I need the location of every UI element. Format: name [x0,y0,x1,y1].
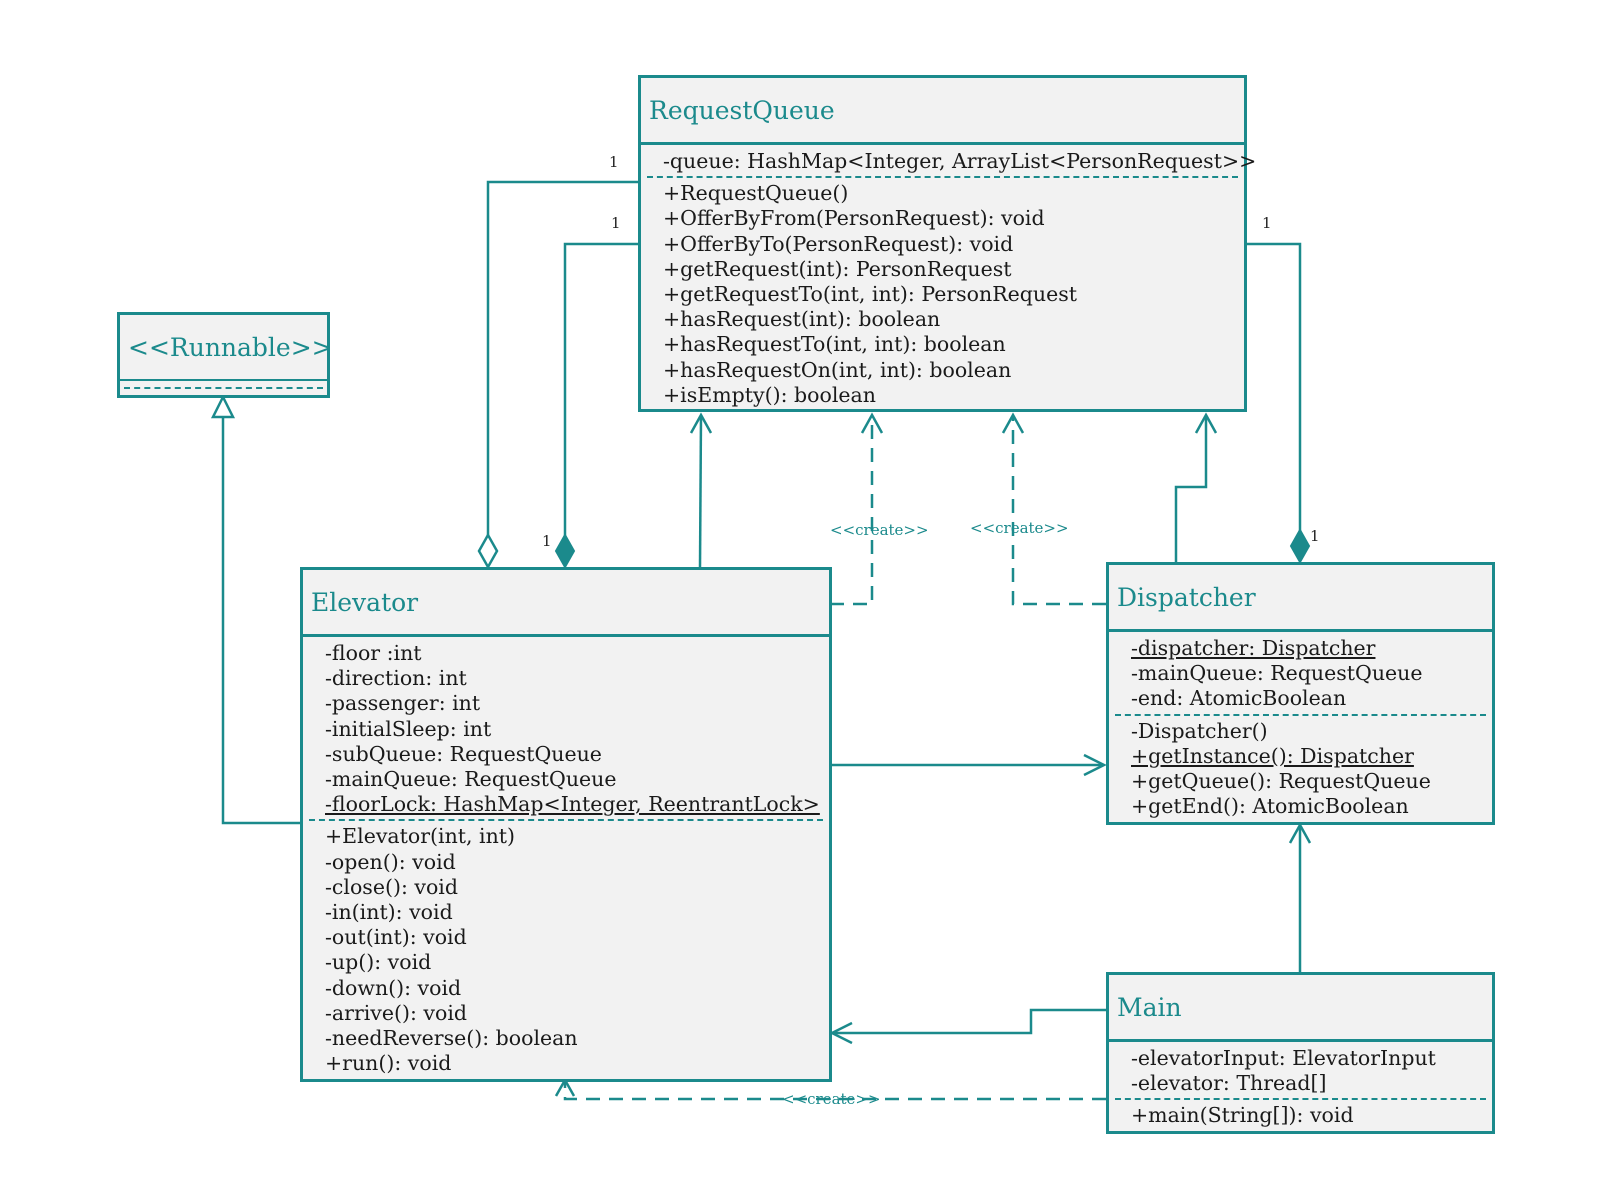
method: -out(int): void [325,925,467,950]
create-label-elevator: <<create>> [830,521,929,539]
aggregation-diamond-head [477,532,499,570]
association-main-dispatcher-arrowhead [1288,822,1312,844]
aggregation-requestqueue-elevator-line [486,180,640,537]
association-main-elevator-arrowhead [829,1021,853,1045]
class-elevator-attributes: -floor :int -direction: int -passenger: … [303,637,829,822]
attribute: -mainQueue: RequestQueue [325,767,617,792]
method: +OfferByTo(PersonRequest): void [663,231,1014,256]
attribute: -passenger: int [325,691,481,716]
interface-runnable: <<Runnable>> [117,312,333,398]
attribute: -mainQueue: RequestQueue [1131,661,1423,686]
class-requestqueue: RequestQueue -queue: HashMap<Integer, Ar… [638,75,1257,412]
attribute: -end: AtomicBoolean [1131,686,1347,711]
class-main: Main -elevatorInput: ElevatorInput -elev… [1106,972,1495,1134]
multiplicity-dispatcher-composition: 1 [1310,527,1320,545]
composition-diamond-dispatcher [1289,527,1311,565]
association-elevator-dispatcher-arrowhead [1083,753,1107,777]
method: -Dispatcher() [1131,718,1268,743]
method: +Elevator(int, int) [325,824,516,849]
method: +RequestQueue() [663,181,849,206]
composition-diamond-elevator [554,532,576,570]
method: +run(): void [325,1051,452,1076]
method: +hasRequestOn(int, int): boolean [663,357,1012,382]
class-main-name: Main [1109,975,1492,1042]
multiplicity-rq-dispatcher: 1 [1262,214,1272,232]
class-elevator-methods: +Elevator(int, int) -open(): void -close… [303,824,829,1076]
attribute: -initialSleep: int [325,716,492,741]
section-divider [120,379,327,381]
attribute-static: -dispatcher: Dispatcher [1131,636,1376,660]
multiplicity-elevator-composition: 1 [542,532,552,550]
attribute: -elevator: Thread[] [1131,1071,1327,1096]
class-elevator: Elevator -floor :int -direction: int -pa… [300,567,832,1082]
attribute-static: -floorLock: HashMap<Integer, ReentrantLo… [325,792,820,817]
method: -in(int): void [325,900,453,925]
method: -open(): void [325,849,456,874]
attribute: -direction: int [325,666,467,691]
section-divider [1115,1098,1486,1101]
dependency-dispatcher-requestqueue-create-line [1011,415,1106,606]
attribute: -floor :int [325,641,422,665]
class-dispatcher-attributes: -dispatcher: Dispatcher -mainQueue: Requ… [1109,632,1492,716]
method-static: +getInstance(): Dispatcher [1131,743,1414,768]
multiplicity-rq-aggregation: 1 [609,153,619,171]
realization-triangle-head [210,394,236,419]
method: -arrive(): void [325,1000,468,1025]
section-divider [309,819,823,822]
dependency-dispatcher-requestqueue-arrowhead [1001,412,1025,434]
create-label-main: <<create>> [782,1090,881,1108]
multiplicity-rq-composition: 1 [611,214,621,232]
association-dispatcher-requestqueue-arrowhead [1194,412,1218,434]
section-divider [124,387,323,389]
association-elevator-requestqueue-arrowhead [689,412,713,434]
class-requestqueue-name: RequestQueue [641,78,1244,145]
association-main-elevator-line [832,1008,1106,1035]
class-main-attributes: -elevatorInput: ElevatorInput -elevator:… [1109,1042,1492,1101]
method: +hasRequest(int): boolean [663,307,941,332]
method: +getEnd(): AtomicBoolean [1131,794,1409,819]
class-dispatcher: Dispatcher -dispatcher: Dispatcher -main… [1106,562,1495,825]
method: +hasRequestTo(int, int): boolean [663,332,1006,357]
attribute: -subQueue: RequestQueue [325,741,602,766]
class-requestqueue-methods-wrapper: +RequestQueue() +OfferByFrom(PersonReque… [641,176,1244,408]
composition-requestqueue-elevator-line [563,242,640,537]
method: +getQueue(): RequestQueue [1131,769,1431,794]
method: +isEmpty(): boolean [663,382,876,407]
method: -needReverse(): boolean [325,1026,578,1051]
attribute: -elevatorInput: ElevatorInput [1131,1046,1436,1070]
composition-requestqueue-dispatcher-line [1247,242,1302,532]
realization-elevator-runnable-line [221,415,300,825]
class-elevator-name: Elevator [303,570,829,637]
dependency-elevator-requestqueue-arrowhead [860,412,884,434]
association-elevator-requestqueue-line [698,414,703,568]
class-requestqueue-methods: +RequestQueue() +OfferByFrom(PersonReque… [663,181,1244,408]
create-label-dispatcher: <<create>> [970,519,1069,537]
method: -close(): void [325,874,458,899]
attribute: -queue: HashMap<Integer, ArrayList<Perso… [663,149,1257,173]
section-divider [647,176,1238,179]
method: +main(String[]): void [1131,1103,1354,1128]
dependency-elevator-requestqueue-create-line [830,415,874,606]
method: +getRequestTo(int, int): PersonRequest [663,282,1077,307]
class-dispatcher-methods: -Dispatcher() +getInstance(): Dispatcher… [1109,719,1492,820]
association-dispatcher-requestqueue-line [1174,415,1208,562]
method: -up(): void [325,950,432,975]
class-main-methods: +main(String[]): void [1109,1103,1492,1128]
method: +getRequest(int): PersonRequest [663,256,1012,281]
class-dispatcher-name: Dispatcher [1109,565,1492,632]
class-requestqueue-attributes: -queue: HashMap<Integer, ArrayList<Perso… [641,145,1257,174]
dependency-main-elevator-create-line [563,1080,1106,1101]
interface-runnable-name: <<Runnable>> [128,332,333,362]
method: +OfferByFrom(PersonRequest): void [663,206,1045,231]
section-divider [1115,713,1486,716]
method: -down(): void [325,975,462,1000]
